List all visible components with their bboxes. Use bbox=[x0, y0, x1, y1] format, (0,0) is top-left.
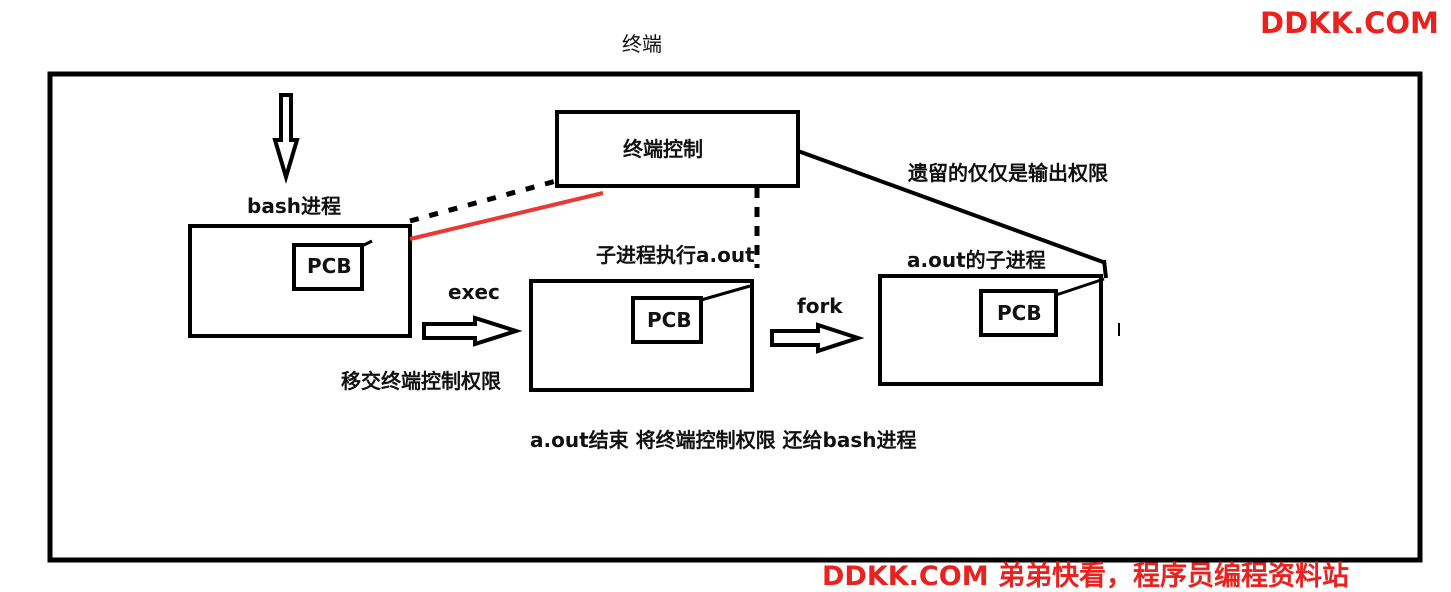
grandchild-pcb-box bbox=[979, 289, 1058, 337]
child-pcb-label: PCB bbox=[647, 308, 692, 332]
remaining-output-note: 遗留的仅仅是输出权限 bbox=[908, 161, 1108, 185]
bash-pcb-box bbox=[292, 243, 364, 291]
terminal-control-box bbox=[555, 110, 800, 188]
child-pcb-box bbox=[631, 296, 703, 344]
fork-label: fork bbox=[797, 294, 843, 318]
grandchild-edge-tick bbox=[1102, 259, 1108, 279]
bash-control-red-link bbox=[409, 191, 604, 241]
child-process-box bbox=[529, 279, 754, 392]
bash-process-title: bash进程 bbox=[247, 194, 341, 218]
end-return-note: a.out结束 将终端控制权限 还给bash进程 bbox=[530, 428, 917, 452]
down-arrow-icon bbox=[272, 93, 300, 185]
terminal-control-label: 终端控制 bbox=[623, 137, 703, 161]
grandchild-pcb-link bbox=[1055, 277, 1105, 297]
child-process-title: 子进程执行a.out bbox=[596, 243, 755, 267]
exec-label: exec bbox=[448, 280, 500, 304]
fork-arrow-icon bbox=[770, 322, 865, 354]
grandchild-process-box bbox=[878, 274, 1103, 386]
watermark-bottom: DDKK.COM 弟弟快看，程序员编程资料站 bbox=[822, 561, 1349, 592]
transfer-control-label: 移交终端控制权限 bbox=[341, 369, 501, 393]
grandchild-process-title: a.out的子进程 bbox=[907, 248, 1046, 272]
bash-process-box bbox=[188, 224, 412, 338]
bash-control-dotted-link bbox=[409, 178, 557, 224]
grandchild-pcb-label: PCB bbox=[997, 301, 1042, 325]
terminal-frame bbox=[47, 71, 1423, 563]
bash-pcb-tick bbox=[361, 239, 373, 248]
exec-arrow-icon bbox=[422, 315, 523, 347]
control-grandchild-output-link bbox=[797, 149, 1104, 264]
bash-pcb-label: PCB bbox=[307, 254, 352, 278]
child-pcb-link bbox=[700, 284, 751, 302]
watermark-top: DDKK.COM bbox=[1260, 6, 1439, 40]
terminal-title: 终端 bbox=[622, 32, 662, 56]
